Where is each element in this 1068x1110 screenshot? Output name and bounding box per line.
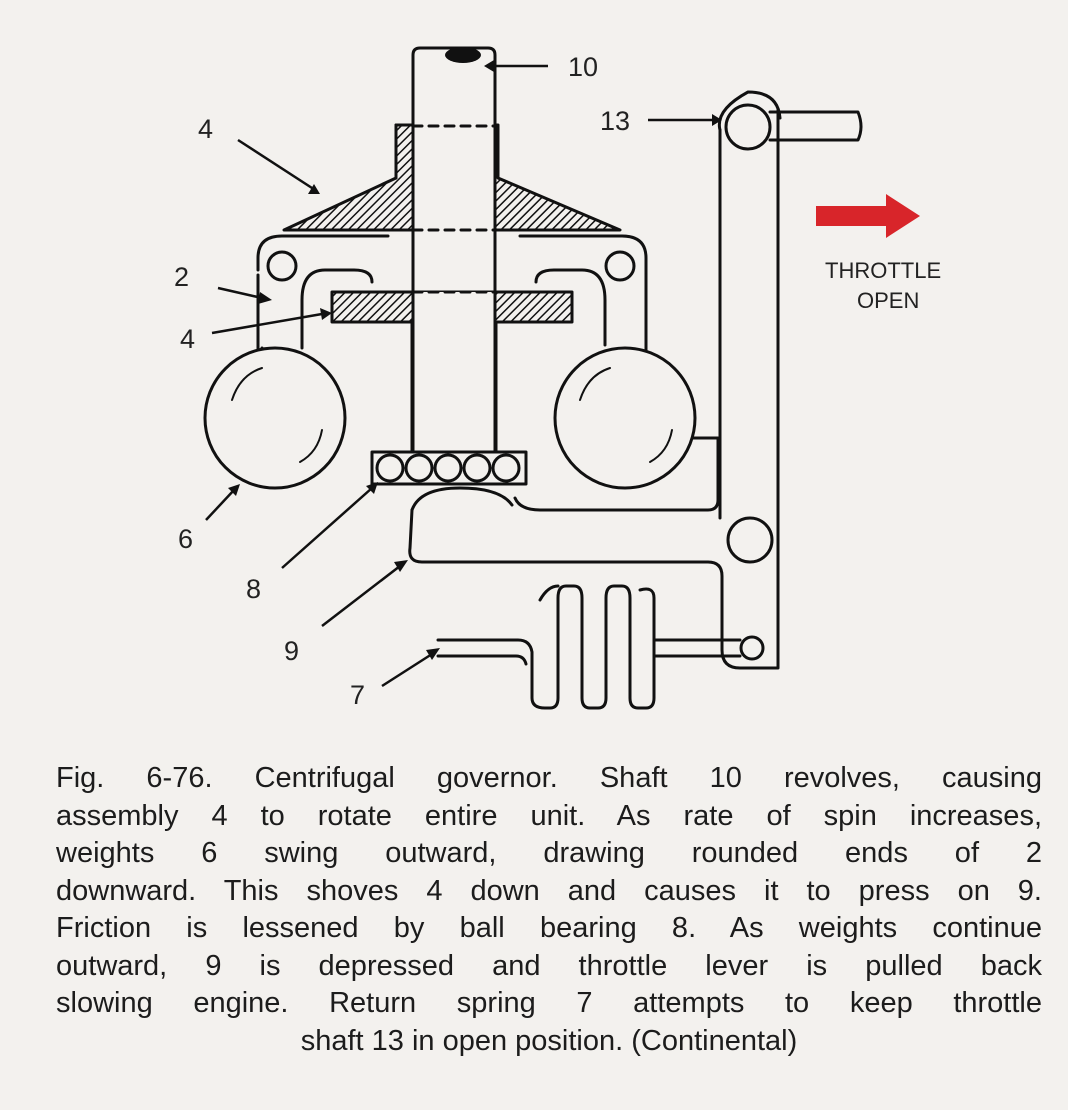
weight-6-left xyxy=(203,346,347,490)
caption-line: assembly 4 to rotate entire unit. As rat… xyxy=(56,799,1042,832)
lever-9 xyxy=(408,90,782,670)
part-labels: 10 13 4 2 4 6 8 9 7 xyxy=(174,52,630,710)
caption-line: slowing engine. Return spring 7 attempts… xyxy=(56,987,1042,1019)
lower-assembly-4 xyxy=(330,290,574,454)
arm-assembly-2 xyxy=(256,234,720,512)
label-4-lower: 4 xyxy=(180,324,195,354)
label-6: 6 xyxy=(178,524,193,554)
ball-bearing-8 xyxy=(370,450,528,486)
throttle-label-line2: OPEN xyxy=(857,288,919,313)
label-7: 7 xyxy=(350,680,365,710)
caption-line: shaft 13 in open position. (Continental) xyxy=(300,1024,798,1057)
label-4-upper: 4 xyxy=(198,114,213,144)
caption-line: weights 6 swing outward, drawing rounded… xyxy=(56,837,1042,869)
throttle-shaft-13 xyxy=(724,103,863,151)
weight-6-right xyxy=(553,346,697,490)
label-9: 9 xyxy=(284,636,299,666)
governor-diagram: 10 13 4 2 4 6 8 9 7 THROTTLE OPEN xyxy=(174,46,941,710)
throttle-open-indicator: THROTTLE OPEN xyxy=(816,194,941,313)
return-spring-7 xyxy=(436,584,765,710)
caption-line: outward, 9 is depressed and throttle lev… xyxy=(56,949,1042,982)
label-13: 13 xyxy=(600,106,630,136)
label-10: 10 xyxy=(568,52,598,82)
caption-line: downward. This shoves 4 down and causes … xyxy=(56,874,1042,907)
caption-line: Friction is lessened by ball bearing 8. … xyxy=(56,912,1042,944)
label-2: 2 xyxy=(174,262,189,292)
arrow-right-icon xyxy=(816,194,920,238)
throttle-label-line1: THROTTLE xyxy=(825,258,941,283)
label-leaders xyxy=(205,60,722,688)
figure-caption: Fig. 6-76. Centrifugal governor. Shaft 1… xyxy=(56,760,1042,1060)
label-8: 8 xyxy=(246,574,261,604)
caption-line: Fig. 6-76. Centrifugal governor. Shaft 1… xyxy=(56,762,1042,794)
